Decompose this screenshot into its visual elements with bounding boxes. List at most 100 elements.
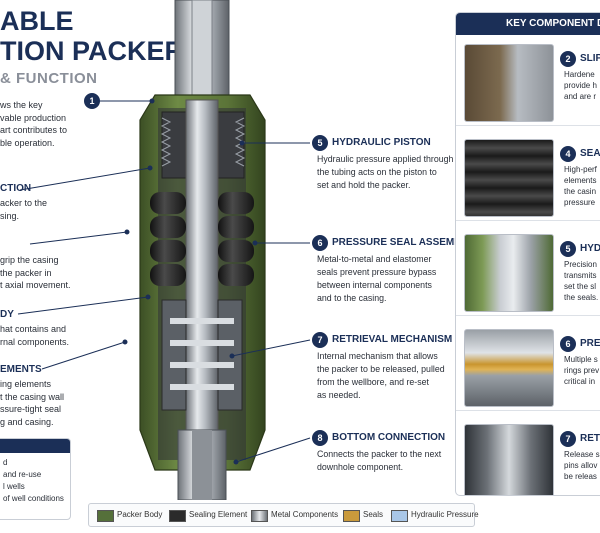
card-line: pressure (564, 198, 596, 207)
intro-line: ws the key (0, 100, 43, 110)
card-line: transmits (564, 271, 597, 280)
callout-text: Metal-to-metal and elastomer seals preve… (317, 253, 436, 305)
card-number: 2 (560, 51, 576, 67)
card-line: the seals. (564, 293, 599, 302)
card-number: 4 (560, 146, 576, 162)
card-text: High-perf elements the casin pressure (564, 164, 597, 208)
left-section-line: hat contains and (0, 324, 67, 334)
left-section-text: hat contains and rnal components. (0, 323, 69, 348)
key-component-panel: KEY COMPONENT D 2 SLIP Hardene provide h… (455, 12, 600, 496)
callout-line: the packer to be released, pulled (317, 364, 445, 374)
callout-text: Internal mechanism that allows the packe… (317, 350, 445, 402)
page-subtitle: & FUNCTION (0, 70, 98, 87)
benefit-item: and re-use (3, 470, 42, 479)
left-section-line: ing elements (0, 379, 52, 389)
legend-label: Sealing Element (189, 510, 248, 519)
card-line: the casin (564, 187, 597, 196)
card-heading: SEA (580, 148, 600, 159)
card-line: set the sl (564, 282, 597, 291)
card-heading: SLIP (580, 53, 600, 64)
callout-line: as needed. (317, 390, 361, 400)
sealing-elements (150, 192, 254, 286)
component-card: 4 SEA High-perf elements the casin press… (456, 134, 600, 221)
component-card: 2 SLIP Hardene provide h and are r (456, 39, 600, 126)
legend-swatch-seals (343, 510, 360, 522)
callout-line: and to the casing. (317, 293, 387, 303)
benefit-item: d (3, 458, 8, 467)
card-text: Precision transmits set the sl the seals… (564, 259, 598, 303)
benefits-box: d and re-use l wells of well conditions (0, 438, 71, 520)
callout-line: seals prevent pressure bypass (317, 267, 437, 277)
benefit-item: l wells (3, 482, 25, 491)
callout-line: between internal components (317, 280, 432, 290)
left-section-heading: CTION (0, 183, 32, 194)
card-line: pins allov (564, 461, 598, 470)
card-line: Precision (564, 260, 597, 269)
benefit-item: of well conditions (3, 494, 64, 503)
callout-heading: PRESSURE SEAL ASSEMBLY (332, 237, 474, 248)
page-title-line1: ABLE (0, 6, 74, 36)
component-card: 5 HYD Precision transmits set the sl the… (456, 229, 600, 316)
upper-slips (160, 111, 246, 179)
component-card: 7 RETI Release s pins allov be releas (456, 419, 600, 495)
card-number: 7 (560, 431, 576, 447)
legend: Packer Body Sealing Element Metal Compon… (88, 503, 479, 527)
legend-label: Packer Body (117, 510, 163, 519)
benefits-header-bar (0, 439, 70, 453)
legend-swatch-hydraulic-pressure (391, 510, 408, 522)
left-section-line: ssure-tight seal (0, 404, 62, 414)
callout-line: set and hold the packer. (317, 180, 411, 190)
left-section-text: acker to the sing. (0, 197, 47, 222)
left-section-line: acker to the (0, 198, 48, 208)
card-text: Hardene provide h and are r (564, 69, 597, 102)
callout-line: Hydraulic pressure applied through (317, 154, 454, 164)
callout-number-8: 8 (312, 430, 328, 446)
left-section-line: t axial movement. (0, 280, 71, 290)
card-number: 6 (560, 336, 576, 352)
callout-heading: RETRIEVAL MECHANISM (332, 334, 453, 345)
packer-cutaway-illustration (139, 0, 266, 500)
callout-heading: HYDRAULIC PISTON (332, 137, 431, 148)
legend-label: Metal Components (271, 510, 339, 519)
card-heading: PRES (580, 338, 600, 349)
intro-text: ws the key vable production art contribu… (0, 99, 67, 149)
legend-label: Hydraulic Pressure (411, 510, 479, 519)
left-section-line: grip the casing (0, 255, 59, 265)
intro-line: vable production (0, 112, 67, 123)
card-line: Multiple s (564, 355, 598, 364)
card-text: Release s pins allov be releas (564, 449, 600, 482)
legend-swatch-packer-body (97, 510, 114, 522)
card-line: High-perf (564, 165, 597, 174)
retrieval-thumbnail (464, 424, 554, 495)
callout-heading: BOTTOM CONNECTION (332, 432, 446, 443)
left-section-heading: DY (0, 309, 14, 320)
callout-number-5: 5 (312, 135, 328, 151)
panel-title: KEY COMPONENT D (456, 13, 600, 35)
card-line: Release s (564, 450, 600, 459)
callout-line: Internal mechanism that allows (317, 351, 438, 361)
seal-thumbnail (464, 139, 554, 217)
card-line: Hardene (564, 70, 595, 79)
hydraulic-thumbnail (464, 234, 554, 312)
left-section-line: rnal components. (0, 336, 70, 347)
legend-label: Seals (363, 510, 384, 519)
card-number: 5 (560, 241, 576, 257)
bottom-bore (192, 430, 212, 500)
legend-swatch-sealing-element (169, 510, 186, 522)
intro-line: ble operation. (0, 137, 55, 148)
card-heading: RETI (580, 433, 600, 444)
card-line: provide h (564, 81, 597, 90)
callout-line: Metal-to-metal and elastomer (317, 254, 432, 264)
callout-text: Hydraulic pressure applied through the t… (317, 153, 453, 192)
callout-number-7: 7 (312, 332, 328, 348)
card-text: Multiple s rings prev critical in (564, 354, 599, 387)
legend-swatch-metal-components (251, 510, 268, 522)
pressure-seal-thumbnail (464, 329, 554, 407)
card-heading: HYD (580, 243, 600, 254)
left-section-line: t the casing wall (0, 391, 65, 402)
page-title-line2: TION PACKER (0, 36, 185, 66)
left-section-heading: EMENTS (0, 364, 42, 375)
callout-line: the tubing acts on the piston to (317, 167, 437, 177)
slip-thumbnail (464, 44, 554, 122)
